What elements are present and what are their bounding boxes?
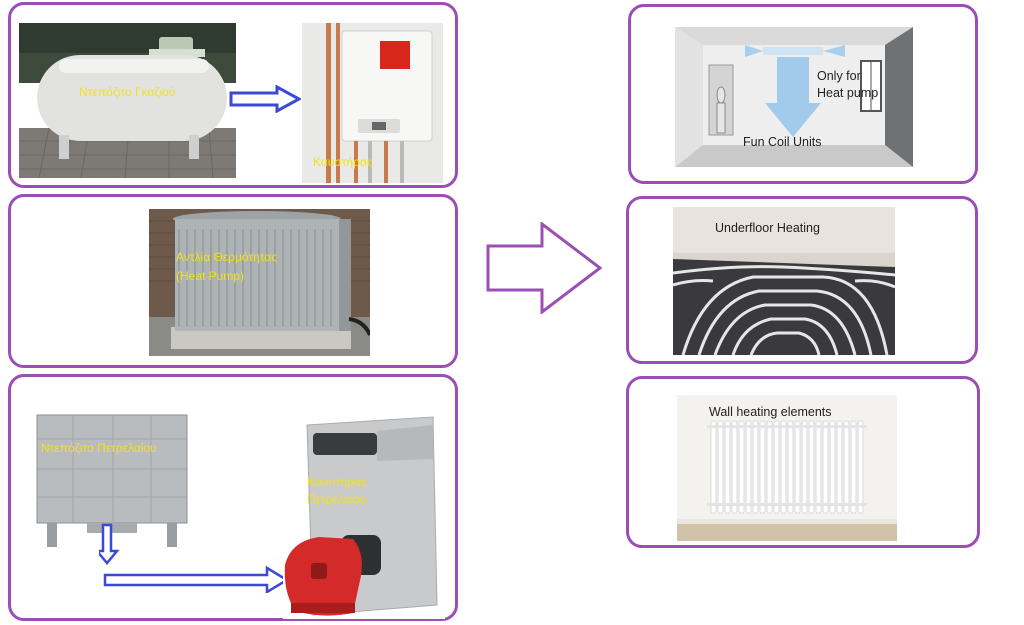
heat-pump-label-line2: (Heat Pump) <box>176 269 245 283</box>
oil-system-panel: Ντεπόζιτο Πετρελαίου Καυστήρας Πετρελαίο… <box>8 374 458 621</box>
fan-coil-room-image <box>675 27 913 167</box>
big-arrow-right-icon <box>484 222 606 314</box>
oil-boiler-label-line2: Πετρελαίου <box>307 492 367 506</box>
arrow-right-icon <box>99 523 299 593</box>
heat-pump-label-line1: Αντλία Θερμότητας <box>176 250 278 264</box>
gas-boiler-image <box>302 23 443 183</box>
heat-pump-label: Αντλία Θερμότητας (Heat Pump) <box>176 250 277 284</box>
wall-heating-label: Wall heating elements <box>709 405 832 419</box>
fan-coil-note: Only for Heat pump <box>817 69 878 101</box>
fan-coil-label: Fun Coil Units <box>743 135 822 149</box>
oil-boiler-label-line1: Καυστήρας <box>307 475 367 489</box>
oil-tank-image <box>33 409 193 549</box>
oil-boiler-label: Καυστήρας Πετρελαίου <box>307 475 367 507</box>
heat-pump-panel: Αντλία Θερμότητας (Heat Pump) <box>8 194 458 368</box>
oil-boiler-image <box>283 415 445 619</box>
underfloor-panel: Underfloor Heating <box>626 196 978 364</box>
gas-tank-label: Ντεπόζιτο Γκαζιού <box>79 85 176 99</box>
oil-tank-label: Ντεπόζιτο Πετρελαίου <box>41 441 157 455</box>
underfloor-label: Underfloor Heating <box>715 221 820 235</box>
fan-coil-panel: Only for Heat pump Fun Coil Units <box>628 4 978 184</box>
wall-heating-panel: Wall heating elements <box>626 376 980 548</box>
arrow-right-icon <box>229 85 301 113</box>
fan-coil-note-line2: Heat pump <box>817 86 879 100</box>
underfloor-image <box>673 207 895 355</box>
wall-radiator-image <box>677 395 897 541</box>
gas-system-panel: Ντεπόζιτο Γκαζιού Καυστήρας <box>8 2 458 188</box>
fan-coil-note-line1: Only for <box>817 69 861 83</box>
gas-tank-image <box>19 23 236 178</box>
gas-boiler-label: Καυστήρας <box>313 155 373 169</box>
heat-pump-image <box>149 209 370 356</box>
